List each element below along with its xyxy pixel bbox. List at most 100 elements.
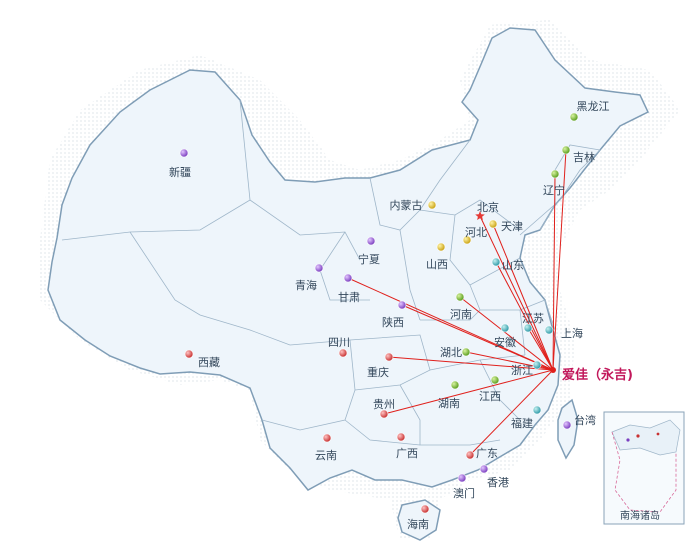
province-beijing[interactable]: 北京: [475, 200, 499, 220]
province-label: 安徽: [494, 335, 516, 349]
marker-red-icon: [420, 504, 430, 514]
province-hunan[interactable]: 湖南: [438, 380, 460, 410]
province-guizhou[interactable]: 贵州: [373, 398, 395, 419]
route-line-tianjin: [492, 223, 554, 371]
route-line-gansu: [347, 277, 554, 371]
marker-purple-icon: [343, 273, 353, 283]
province-fujian[interactable]: 福建: [511, 405, 542, 430]
marker-red-icon: [396, 432, 406, 442]
marker-red-icon: [465, 450, 475, 460]
province-jiangsu[interactable]: 江苏: [522, 312, 544, 333]
province-label: 江苏: [522, 312, 544, 325]
marker-red-icon: [379, 409, 389, 419]
marker-teal-icon: [491, 257, 501, 267]
province-zhejiang[interactable]: 浙江: [511, 360, 542, 377]
province-guangdong[interactable]: 广东: [465, 447, 498, 460]
province-hainan[interactable]: 海南: [407, 504, 430, 531]
province-qinghai[interactable]: 青海: [295, 263, 324, 292]
province-label: 宁夏: [358, 252, 380, 266]
route-line-liaoning: [552, 173, 556, 371]
marker-green-icon: [450, 380, 460, 390]
province-shanxi[interactable]: 山西: [426, 242, 448, 271]
route-line-guizhou: [383, 369, 554, 415]
hub-marker: [550, 367, 556, 373]
province-ningxia[interactable]: 宁夏: [358, 236, 380, 266]
province-chongqing[interactable]: 重庆: [367, 352, 394, 379]
province-liaoning[interactable]: 辽宁: [543, 169, 565, 197]
inset-dash-line: [611, 431, 677, 513]
province-taiwan[interactable]: 台湾: [562, 413, 596, 430]
inset-dot: [626, 438, 630, 442]
province-markers: 黑龙江吉林辽宁内蒙古 北京天津河北山西 山东 宁夏甘肃 青海 新疆西藏 陕西 河南江苏安徽 上海…: [169, 100, 610, 531]
province-aomen[interactable]: 澳门: [453, 473, 475, 500]
province-label: 海南: [407, 517, 429, 531]
province-jiangxi[interactable]: 江西: [479, 375, 501, 403]
province-label: 辽宁: [543, 183, 565, 197]
province-jilin[interactable]: 吉林: [561, 145, 595, 164]
province-label: 广西: [396, 447, 418, 460]
inset-coast: [611, 419, 681, 456]
province-neimenggu[interactable]: 内蒙古: [390, 198, 437, 212]
province-yunnan[interactable]: 云南: [315, 433, 337, 462]
marker-green-icon: [461, 347, 471, 357]
province-label: 青海: [295, 278, 317, 292]
marker-purple-icon: [562, 420, 572, 430]
marker-yellow-icon: [488, 219, 498, 229]
province-xianggang[interactable]: 香港: [479, 464, 509, 489]
province-label: 台湾: [574, 413, 596, 427]
province-tianjin[interactable]: 天津: [488, 219, 523, 233]
province-xinjiang[interactable]: 新疆: [169, 148, 191, 179]
inset-dot: [636, 434, 640, 438]
marker-purple-icon: [179, 148, 189, 158]
province-gansu[interactable]: 甘肃: [338, 273, 360, 304]
route-line-guangdong: [469, 369, 554, 456]
province-label: 云南: [315, 449, 337, 462]
province-label: 重庆: [367, 365, 389, 379]
marker-red-icon: [338, 348, 348, 358]
marker-teal-icon: [532, 360, 542, 370]
province-hubei[interactable]: 湖北: [440, 346, 471, 359]
province-label: 河北: [465, 226, 487, 239]
marker-green-icon: [490, 375, 500, 385]
province-label: 新疆: [169, 165, 191, 179]
route-line-shaanxi: [401, 304, 554, 371]
inset-dot: [656, 432, 660, 436]
province-label: 贵州: [373, 398, 395, 411]
province-xizang[interactable]: 西藏: [184, 349, 220, 369]
province-label: 西藏: [198, 356, 220, 369]
province-label: 陕西: [382, 315, 404, 329]
marker-purple-icon: [314, 263, 324, 273]
province-hebei[interactable]: 河北: [462, 226, 487, 245]
marker-red-icon: [384, 352, 394, 362]
marker-yellow-icon: [462, 235, 472, 245]
province-shandong[interactable]: 山东: [491, 257, 524, 272]
marker-purple-icon: [366, 236, 376, 246]
province-anhui[interactable]: 安徽: [494, 323, 516, 349]
province-sichuan[interactable]: 四川: [328, 336, 350, 358]
province-label: 香港: [487, 476, 509, 489]
route-line-henan: [459, 296, 554, 371]
marker-teal-icon: [532, 405, 542, 415]
capital-star-icon: [475, 211, 485, 220]
province-label: 山东: [502, 259, 524, 272]
province-label: 浙江: [511, 364, 533, 377]
province-label: 山西: [426, 258, 448, 271]
province-label: 澳门: [453, 486, 475, 500]
marker-teal-icon: [544, 325, 554, 335]
route-line-beijing: [479, 215, 554, 371]
province-henan[interactable]: 河南: [450, 292, 472, 321]
marker-teal-icon: [523, 323, 533, 333]
marker-green-icon: [455, 292, 465, 302]
province-shaanxi[interactable]: 陕西: [382, 300, 407, 329]
marker-green-icon: [569, 112, 579, 122]
province-heilongjiang[interactable]: 黑龙江: [569, 100, 610, 122]
province-guangxi[interactable]: 广西: [396, 432, 418, 460]
south-china-sea-inset: 南海诸岛: [603, 411, 685, 525]
province-label: 湖南: [438, 397, 460, 410]
hub-dot: [550, 367, 556, 373]
province-shanghai[interactable]: 上海: [544, 325, 583, 340]
province-label: 吉林: [573, 150, 595, 164]
marker-green-icon: [561, 145, 571, 155]
